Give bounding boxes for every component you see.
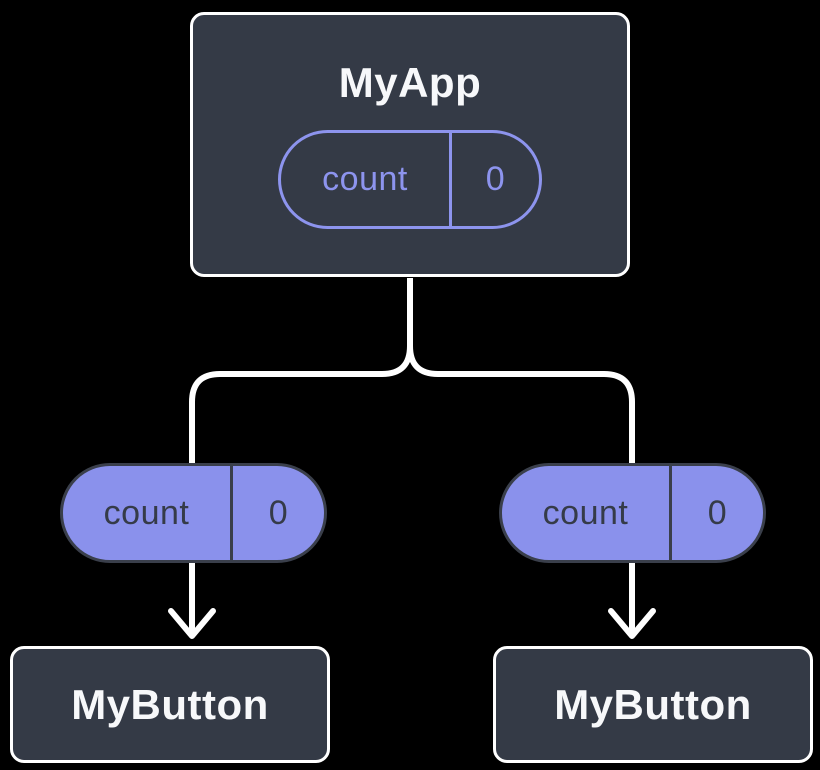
node-mybutton-left-title: MyButton xyxy=(71,680,269,728)
node-mybutton-right: MyButton xyxy=(493,646,813,763)
connector-right-branch xyxy=(407,278,635,634)
state-pill-value: 0 xyxy=(449,133,539,226)
prop-pill-left: count 0 xyxy=(60,463,327,563)
prop-pill-left-name: count xyxy=(103,493,190,532)
node-myapp-title: MyApp xyxy=(338,59,482,106)
arrowhead-down-right-icon xyxy=(608,608,656,639)
state-pill-name: count xyxy=(322,160,408,198)
node-myapp: MyApp count 0 xyxy=(190,12,630,277)
prop-pill-right-value: 0 xyxy=(669,466,763,560)
prop-pill-left-value: 0 xyxy=(230,466,324,560)
state-pill-myapp: count 0 xyxy=(278,130,542,229)
prop-pill-right-name: count xyxy=(542,493,629,532)
node-mybutton-left: MyButton xyxy=(10,646,330,763)
node-mybutton-right-title: MyButton xyxy=(554,680,752,728)
connector-left-branch xyxy=(189,278,413,634)
prop-pill-right: count 0 xyxy=(499,463,766,563)
arrowhead-down-left-icon xyxy=(168,608,216,639)
